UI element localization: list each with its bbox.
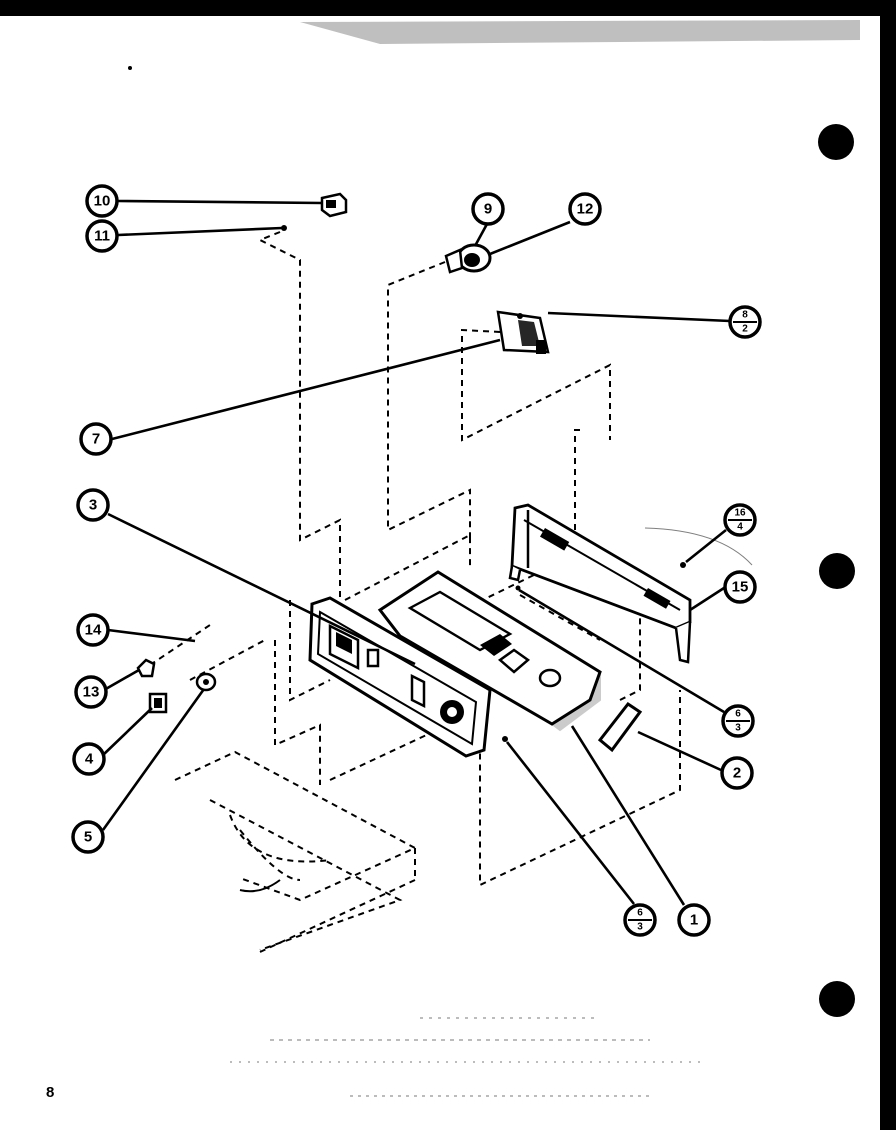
callout-4: 4 — [72, 742, 106, 776]
callout-11-label: 11 — [94, 228, 110, 245]
part-1-control-housing — [377, 570, 602, 732]
part-4-switch — [148, 692, 168, 714]
callout-15-label: 15 — [732, 579, 749, 596]
leader-lines — [101, 199, 731, 906]
punch-hole-middle — [819, 553, 855, 589]
callout-7-label: 7 — [92, 431, 100, 448]
callout-12: 12 — [568, 192, 602, 226]
callout-6-3-lower: 6 3 — [623, 903, 657, 937]
part-11-screw — [281, 225, 287, 231]
part-13-button — [136, 658, 156, 678]
console-base-frame — [174, 750, 418, 953]
callout-2-label: 2 — [733, 765, 741, 782]
part-3-front-panel — [308, 596, 492, 758]
callout-8-2-bottom: 2 — [742, 324, 748, 335]
callout-8-2-top: 8 — [742, 310, 748, 321]
part-6-screw-lower — [502, 736, 508, 742]
callout-16-4: 16 4 — [723, 503, 757, 537]
callout-12-label: 12 — [577, 201, 594, 218]
part-7-timer — [496, 310, 550, 354]
callout-9: 9 — [471, 192, 505, 226]
callout-7: 7 — [79, 422, 113, 456]
part-9-knob — [444, 243, 492, 274]
callout-6-3-upper-bottom: 3 — [735, 723, 741, 734]
callout-3-label: 3 — [89, 497, 97, 514]
part-6-screw-upper — [515, 585, 521, 591]
callout-3: 3 — [76, 488, 110, 522]
part-10-clip — [320, 192, 348, 218]
callout-14-label: 14 — [85, 622, 102, 639]
callout-6-3-lower-top: 6 — [637, 908, 643, 919]
scan-noise-bottom — [230, 1017, 700, 1097]
callout-8-2: 8 2 — [728, 305, 762, 339]
callout-1: 1 — [677, 903, 711, 937]
callout-2: 2 — [720, 756, 754, 790]
callout-6-3-upper: 6 3 — [721, 704, 755, 738]
callout-6-3-upper-top: 6 — [735, 709, 741, 720]
callout-13: 13 — [74, 675, 108, 709]
callout-1-label: 1 — [690, 912, 698, 929]
callout-16-4-bottom: 4 — [737, 522, 743, 533]
punch-hole-bottom — [819, 981, 855, 1017]
callout-16-4-top: 16 — [734, 508, 746, 519]
callout-11: 11 — [85, 219, 119, 253]
part-16-screw — [680, 562, 686, 568]
callout-15: 15 — [723, 570, 757, 604]
callout-4-label: 4 — [85, 751, 94, 768]
callout-13-label: 13 — [83, 684, 100, 701]
callout-10: 10 — [85, 184, 119, 218]
callout-6-3-lower-bottom: 3 — [637, 922, 643, 933]
callout-10-label: 10 — [94, 193, 111, 210]
callout-14: 14 — [76, 613, 110, 647]
callout-5: 5 — [71, 820, 105, 854]
callout-5-label: 5 — [84, 829, 92, 846]
part-15-bracket — [508, 503, 692, 664]
part-2-trim-strip — [597, 701, 643, 753]
part-5-washer — [195, 672, 217, 692]
punch-hole-top — [818, 124, 854, 160]
callout-9-label: 9 — [484, 201, 492, 218]
page-number: 8 — [46, 1084, 55, 1101]
